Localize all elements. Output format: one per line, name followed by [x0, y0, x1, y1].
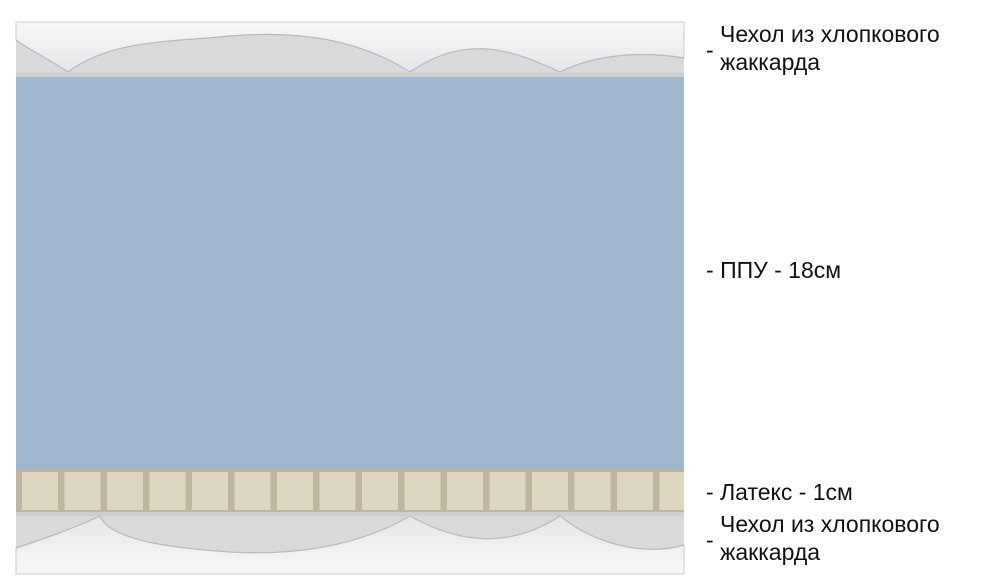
label-bottom-cover-line1: Чехол из хлопкового	[720, 511, 940, 537]
latex-block	[404, 472, 441, 510]
latex-block	[447, 472, 483, 510]
bottom-cover-top-edge	[16, 512, 684, 516]
latex-block	[532, 472, 568, 510]
label-top-cover-line2: жаккарда	[720, 49, 821, 75]
label-top-cover-line1: Чехол из хлопкового	[720, 21, 940, 47]
label-dash: -	[706, 257, 714, 283]
label-latex-text: Латекс - 1см	[720, 479, 853, 505]
label-foam: - ППУ - 18см	[706, 256, 841, 284]
label-dash: -	[706, 479, 714, 505]
latex-block	[277, 472, 313, 510]
latex-block	[659, 472, 684, 510]
top-cover-layer	[15, 21, 685, 77]
latex-block	[22, 472, 58, 510]
label-latex: - Латекс - 1см	[706, 478, 853, 506]
foam-layer	[16, 77, 684, 470]
latex-block	[574, 472, 611, 510]
latex-block	[362, 472, 398, 510]
latex-block	[149, 472, 186, 510]
top-quilt-seam	[15, 33, 685, 73]
latex-block	[617, 472, 653, 510]
label-foam-text: ППУ - 18см	[720, 257, 842, 283]
latex-block	[489, 472, 526, 510]
top-cover-base	[16, 72, 684, 77]
latex-block	[107, 472, 143, 510]
label-dash: -	[706, 37, 714, 63]
latex-block	[64, 472, 101, 510]
latex-block	[319, 472, 356, 510]
label-bottom-cover-line2: жаккарда	[720, 539, 821, 565]
latex-block	[234, 472, 271, 510]
latex-layer	[16, 470, 684, 512]
latex-block	[192, 472, 228, 510]
label-dash: -	[706, 527, 714, 553]
bottom-cover-layer	[15, 512, 685, 575]
